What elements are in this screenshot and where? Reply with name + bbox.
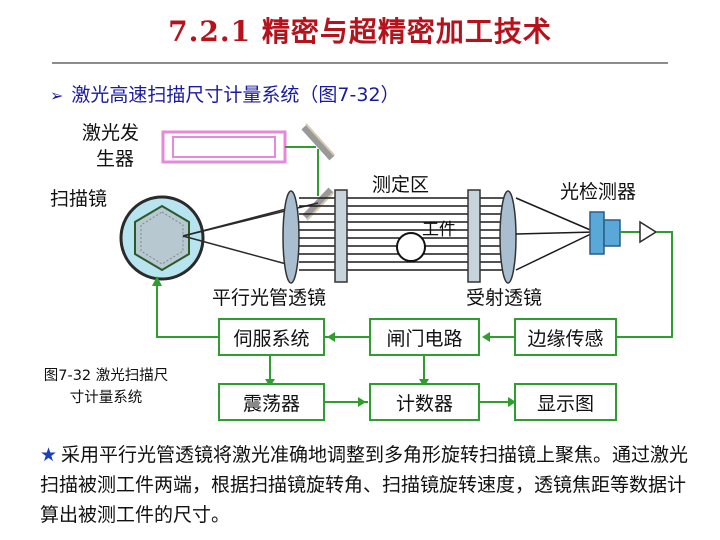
label-measure-zone: 测定区 <box>372 174 430 196</box>
explanation-note: ★采用平行光管透镜将激光准确地调整到多角形旋转扫描镜上聚焦。通过激光扫描被测工件… <box>40 440 695 530</box>
figure-caption: 图7-32 激光扫描尺 寸计量系统 <box>22 365 190 409</box>
label-laser-generator-line1: 激光发 <box>82 122 140 144</box>
box-edge-sensor: 边缘传感 <box>514 318 617 356</box>
box-servo-system: 伺服系统 <box>218 318 325 356</box>
star-icon: ★ <box>40 444 58 466</box>
collimator-lens-icon <box>282 190 300 284</box>
label-receiving-lens: 受射透镜 <box>466 287 543 309</box>
box-display: 显示图 <box>514 383 617 421</box>
window-plate-right-icon <box>467 189 481 283</box>
note-text: 采用平行光管透镜将激光准确地调整到多角形旋转扫描镜上聚焦。通过激光扫描被测工件两… <box>40 444 689 526</box>
photodetector-icon <box>589 211 658 255</box>
converging-beams <box>515 197 596 271</box>
label-laser-generator-line2: 生器 <box>96 148 135 170</box>
polygon-scan-mirror-icon <box>119 195 205 281</box>
label-workpiece: 工件 <box>422 220 456 240</box>
caption-line1: 图7-32 激光扫描尺 <box>43 368 169 384</box>
page-title: 7.2.1 精密与超精密加工技术 <box>168 15 552 48</box>
laser-generator-icon <box>161 130 287 164</box>
receiving-lens-icon <box>499 190 517 284</box>
bullet-heading: ➢ 激光高速扫描尺寸计量系统（图7-32） <box>50 80 400 107</box>
box-oscillator: 震荡器 <box>218 383 325 421</box>
title-divider <box>52 62 668 64</box>
arrow-bullet-icon: ➢ <box>50 86 64 105</box>
window-plate-left-icon <box>334 189 348 283</box>
bullet-text: 激光高速扫描尺寸计量系统（图7-32） <box>71 84 400 106</box>
label-detector: 光检测器 <box>560 181 637 203</box>
box-counter: 计数器 <box>369 383 480 421</box>
caption-line2: 寸计量系统 <box>69 390 143 406</box>
fold-mirror-top-icon <box>301 123 335 161</box>
label-collimator-lens: 平行光管透镜 <box>212 287 327 309</box>
box-gate-circuit: 闸门电路 <box>369 318 480 356</box>
workpiece-icon <box>396 232 426 262</box>
label-scan-mirror: 扫描镜 <box>50 188 108 210</box>
